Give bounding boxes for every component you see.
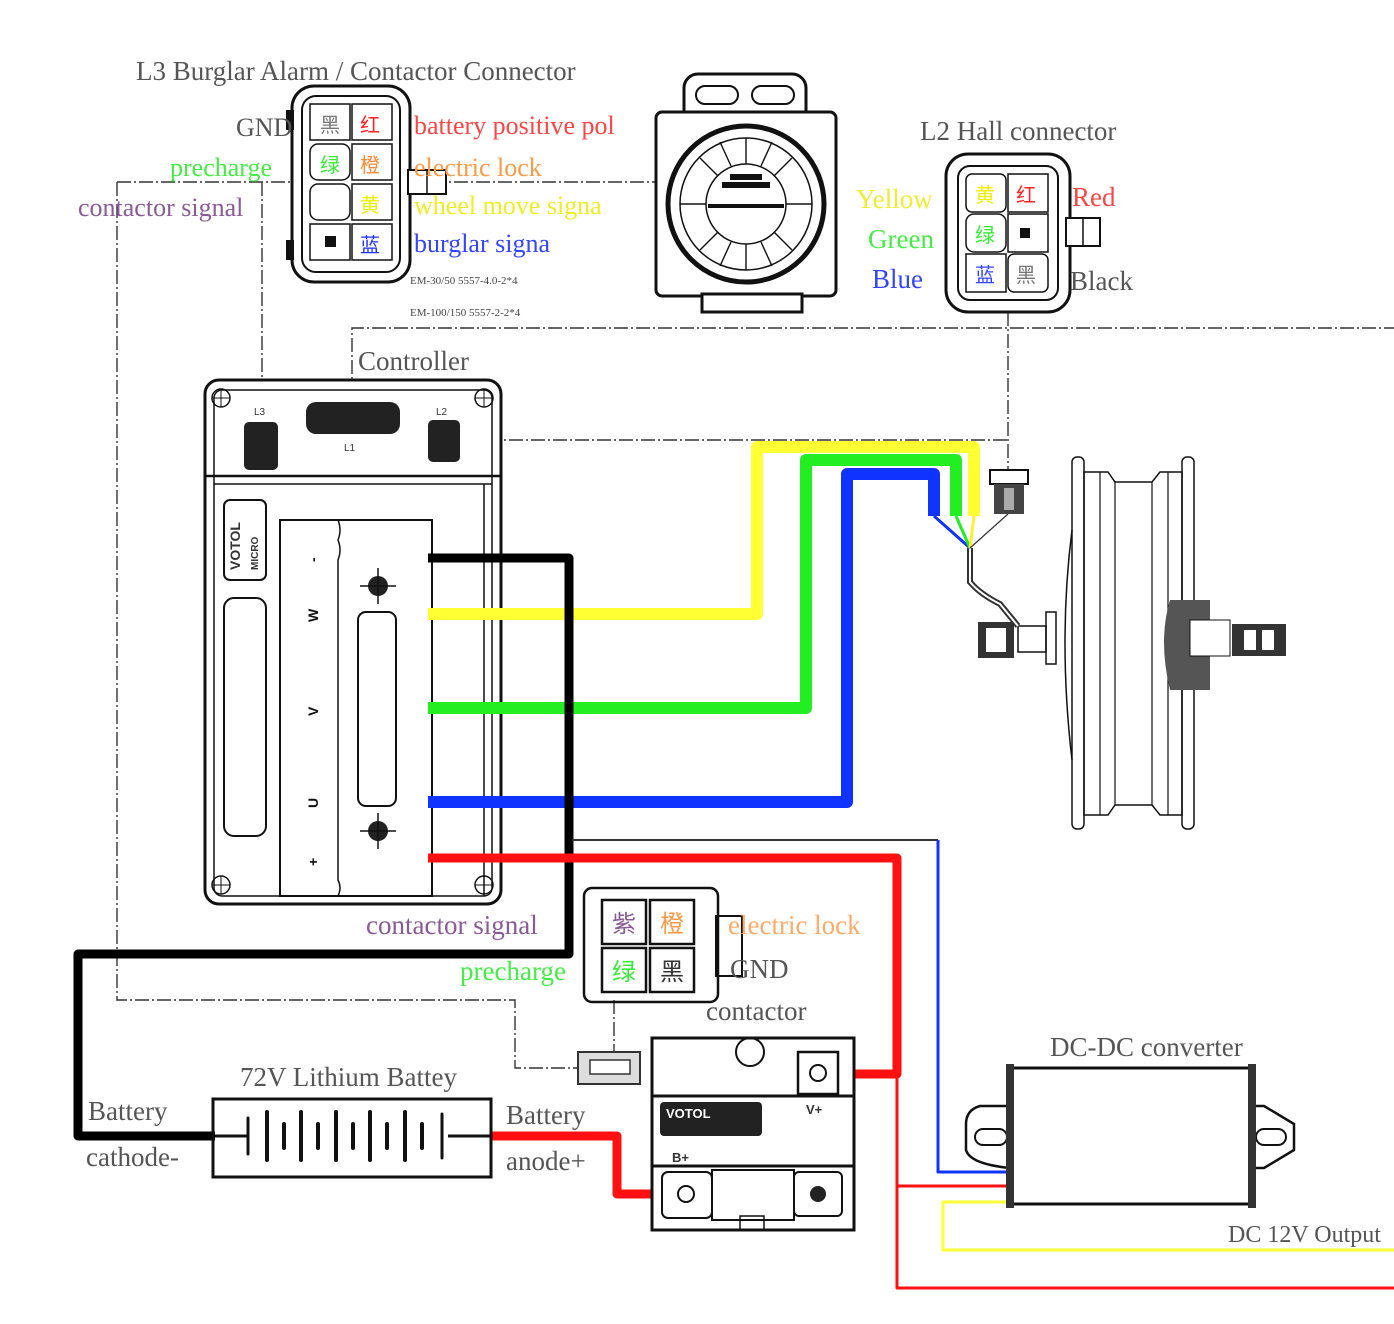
speaker-grille (680, 138, 812, 270)
battery-anode-label-1: Battery (506, 1100, 586, 1130)
phase-wire-w-yellow (428, 441, 980, 620)
terminal-label-negative: - (305, 557, 321, 562)
battery-negative-wire (73, 553, 574, 1141)
contactor-label-precharge: precharge (460, 956, 566, 986)
l3-pin-blue-cjk: 蓝 (360, 233, 380, 257)
terminal-label-u: U (305, 798, 321, 808)
terminal-screw-top (360, 568, 396, 604)
l2-pin-yellow-cjk: 黄 (975, 183, 995, 207)
terminal-label-w: W (305, 608, 321, 622)
controller-port-l2: L2 (428, 407, 460, 462)
contactor-terminal-b: B+ (672, 1150, 689, 1165)
controller-title: Controller (358, 346, 469, 376)
l3-label-precharge: precharge (170, 153, 272, 182)
port-label-l3: L3 (254, 407, 266, 418)
contactor-title: contactor (706, 996, 806, 1026)
motor-phase-wires (428, 441, 1029, 808)
controller-port-l3: L3 (244, 407, 278, 470)
l3-pin-green-cjk: 绿 (320, 153, 340, 177)
dcdc-blue-wire (936, 840, 1010, 1174)
l3-label-burglar: burglar signa (414, 229, 550, 258)
contactor-connector: 紫 橙 绿 黑 contactor signal electric lock p… (366, 886, 861, 1004)
l2-pin-red-cjk: 红 (1016, 183, 1036, 207)
phase-wire-u-blue (428, 468, 940, 808)
l3-label-wheel-move: wheel move signa (414, 191, 602, 220)
l2-connector-title: L2 Hall connector (920, 116, 1116, 146)
contactor-label-electric-lock: electric lock (728, 910, 861, 940)
battery-title: 72V Lithium Battey (240, 1062, 457, 1092)
l3-pin-red-cjk: 红 (360, 113, 380, 137)
dcdc-input-red-wire (895, 1074, 1394, 1290)
battery-anode-label-2: anode+ (506, 1146, 586, 1176)
l3-label-electric-lock: electric lock (414, 153, 542, 182)
contactor: contactor VOTOL V+ B+ (577, 996, 856, 1232)
contactor-label-signal: contactor signal (366, 910, 538, 940)
l2-hall-connector: L2 Hall connector 黄 红 绿 蓝 黑 Yellow Red G… (856, 116, 1133, 314)
l2-pin-green-cjk: 绿 (975, 223, 995, 247)
contactor-pin-purple-cjk: 紫 (612, 910, 636, 938)
port-label-l2: L2 (436, 407, 448, 418)
l2-label-blue: Blue (872, 264, 923, 294)
l3-part-number-2: EM-100/150 5557-2-2*4 (410, 307, 521, 319)
l3-pin-yellow-cjk: 黄 (360, 193, 380, 217)
dcdc-output-label: DC 12V Output (1228, 1222, 1381, 1248)
terminal-screw-bottom (360, 813, 396, 849)
l2-label-black: Black (1070, 266, 1133, 296)
battery-cathode-label-2: cathode- (86, 1142, 179, 1172)
terminal-label-v: V (305, 706, 321, 716)
battery: 72V Lithium Battey Battery cathode- Batt… (86, 1062, 586, 1179)
contactor-label-gnd: GND (730, 954, 789, 984)
contactor-brand: VOTOL (666, 1106, 711, 1121)
dcdc-converter: DC-DC converter DC 12V Output (964, 1032, 1381, 1248)
contactor-pin-orange-cjk: 橙 (660, 910, 684, 938)
controller-port-l1: L1 (306, 402, 400, 454)
port-label-l1: L1 (344, 443, 356, 454)
l2-pin-black-cjk: 黑 (1016, 263, 1036, 287)
controller-brand: VOTOL (227, 522, 243, 570)
l3-pin-orange-cjk: 橙 (360, 153, 380, 177)
l3-pin-grid: 黑 红 绿 橙 黄 蓝 (309, 103, 393, 261)
battery-cells (246, 1110, 444, 1162)
hall-sensor-plug (969, 469, 1029, 549)
l3-part-number-1: EM-30/50 5557-4.0-2*4 (410, 275, 518, 287)
l2-label-red: Red (1072, 182, 1116, 212)
contactor-pin-black-cjk: 黑 (660, 958, 684, 986)
mounting-screws (211, 388, 494, 895)
controller: Controller L3 L1 L2 VOTOL MICRO (203, 346, 503, 906)
hub-motor (967, 456, 1286, 830)
contactor-pin-green-cjk: 绿 (612, 958, 636, 986)
l2-label-green: Green (868, 224, 934, 254)
phase-wire-v-green (428, 454, 962, 714)
battery-cathode-label-1: Battery (88, 1096, 168, 1126)
dcdc-12v-output-wire (941, 1200, 1394, 1252)
contactor-terminal-v: V+ (806, 1102, 823, 1117)
controller-positive-wire (428, 853, 902, 1079)
l3-label-gnd: GND (236, 113, 292, 142)
l2-pin-blue-cjk: 蓝 (975, 263, 995, 287)
dcdc-title: DC-DC converter (1050, 1032, 1243, 1062)
l2-label-yellow: Yellow (856, 184, 933, 214)
l3-pin-gnd-cjk: 黑 (320, 113, 340, 137)
l3-connector-title: L3 Burglar Alarm / Contactor Connector (136, 56, 576, 86)
l3-label-contactor-signal: contactor signal (78, 193, 243, 222)
l3-label-battery-positive: battery positive pol (414, 111, 615, 140)
signal-dash-lines (116, 181, 1394, 1069)
l3-connector: L3 Burglar Alarm / Contactor Connector 黑… (78, 56, 615, 319)
terminal-label-positive: + (305, 858, 321, 866)
controller-brand-sub: MICRO (250, 536, 261, 570)
burglar-alarm-speaker (654, 72, 838, 314)
